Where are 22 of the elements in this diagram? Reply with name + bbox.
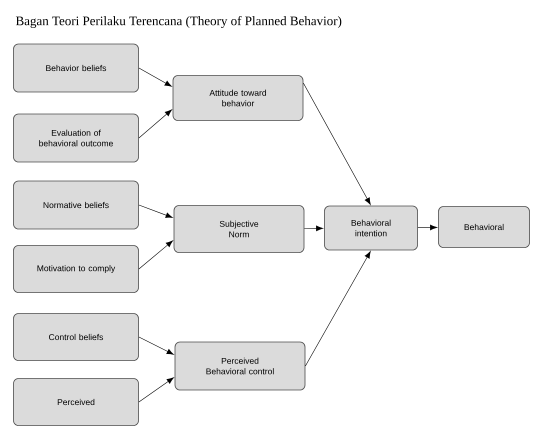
arrow <box>138 68 172 87</box>
arrow <box>138 377 174 402</box>
arrow <box>303 82 371 205</box>
arrow <box>138 336 174 355</box>
title: Bagan Teori Perilaku Terencana (Theory of Planned Behavior) <box>16 16 342 28</box>
process-box: Behavioral intention <box>324 206 418 250</box>
process-box: Normative beliefs <box>13 180 139 230</box>
process-box: Perceived <box>13 378 139 426</box>
process-box: Behavioral <box>438 206 530 248</box>
arrow <box>138 240 173 270</box>
arrow <box>418 224 438 230</box>
arrow <box>304 226 324 232</box>
arrow <box>305 251 371 366</box>
process-box: Perceived Behavioral control <box>174 342 306 390</box>
process-box: Motivation to comply <box>13 245 139 293</box>
arrow <box>138 204 173 218</box>
arrow <box>138 110 172 138</box>
process-box: Attitude toward behavior <box>172 75 304 121</box>
process-box: Subjective Norm <box>174 205 304 253</box>
process-box: Control beliefs <box>13 313 139 361</box>
process-box: Behavior beliefs <box>13 44 139 92</box>
process-box: Evaluation of behavioral outcome <box>13 114 139 162</box>
